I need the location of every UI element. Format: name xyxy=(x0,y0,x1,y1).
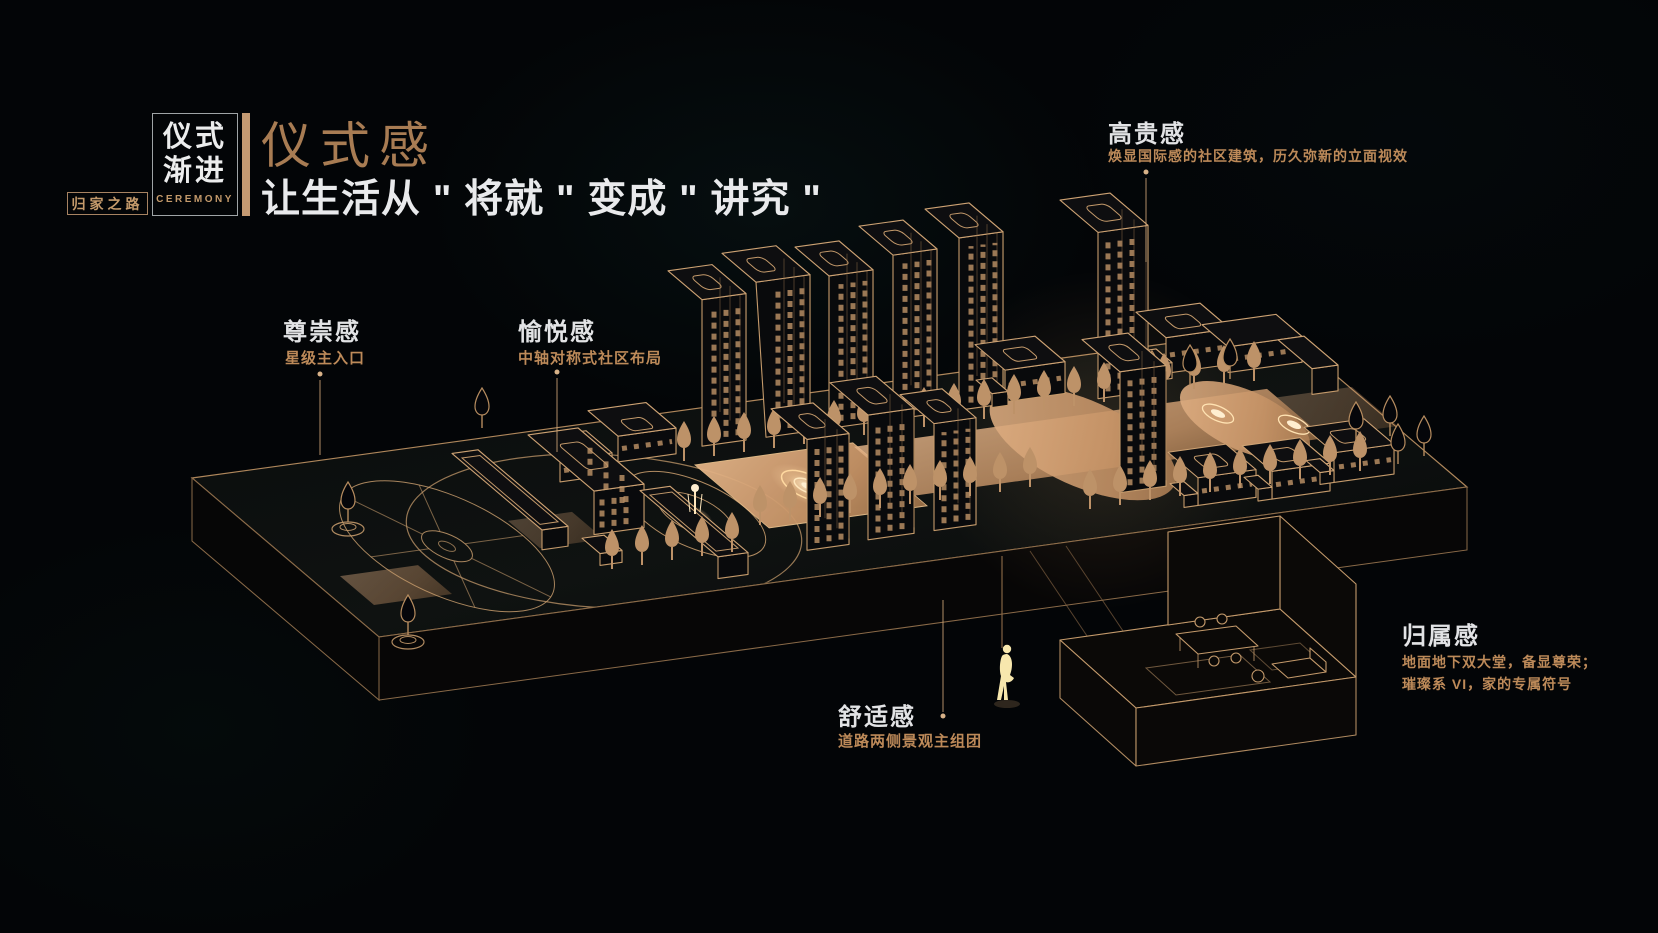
tower-icon xyxy=(960,333,1288,493)
callout-guishu-desc-line2: 璀璨系 VI，家的专属符号 xyxy=(1402,676,1573,692)
low-rise-icon xyxy=(926,336,1101,407)
entry-clubhouse-icon xyxy=(424,425,770,596)
page-subtitle: 让生活从 " 将就 " 变成 " 讲究 " xyxy=(261,178,822,221)
callout-guishu-desc-line1: 地面地下双大堂，备显尊荣； xyxy=(1402,654,1597,670)
underground-lobby-cutaway xyxy=(994,515,1357,767)
logo-accent-bar xyxy=(242,113,250,216)
logo-box: 仪式 渐进 CEREMONY xyxy=(152,113,238,216)
low-rise-icon xyxy=(562,403,702,462)
tower-icon xyxy=(792,389,1084,531)
tower-icon xyxy=(520,265,894,447)
callout-zunchong-title: 尊崇感 xyxy=(283,319,361,346)
callout-guishu-title: 归属感 xyxy=(1402,623,1480,650)
logo-line-1: 仪式 xyxy=(162,121,227,153)
callout-leader-lines xyxy=(317,169,1149,719)
callout-gaogui-desc: 焕显国际感的社区建筑，历久弥新的立面视效 xyxy=(1108,148,1408,164)
logo-line-2: 渐进 xyxy=(162,155,227,187)
tower-icon xyxy=(693,220,1103,419)
callout-shushi-desc: 道路两侧景观主组团 xyxy=(838,733,983,750)
lobby-table-icon xyxy=(1175,613,1259,668)
entrance-fountain-trees xyxy=(332,387,490,649)
callout-yuyue-desc: 中轴对称式社区布局 xyxy=(518,350,663,367)
callout-zunchong-desc: 星级主入口 xyxy=(285,350,366,367)
logo-side-label: 归家之路 xyxy=(67,192,148,215)
lobby-rug xyxy=(1146,655,1270,695)
logo-caption: CEREMONY xyxy=(156,194,234,205)
dome-fountain-spout xyxy=(687,484,703,514)
walking-person-silhouette xyxy=(994,644,1020,708)
page-title: 仪式感 xyxy=(261,118,438,174)
callout-gaogui-title: 高贵感 xyxy=(1108,121,1186,148)
callout-yuyue-title: 愉悦感 xyxy=(518,319,596,346)
tower-icon xyxy=(574,246,968,437)
low-rise-icon xyxy=(1260,419,1424,485)
callout-shushi-title: 舒适感 xyxy=(838,704,916,731)
lobby-sofa-icon xyxy=(1251,647,1327,683)
l-shaped-building-icon xyxy=(1176,314,1364,401)
tower-icon xyxy=(659,403,961,550)
twin-fountains-icon xyxy=(1196,395,1316,443)
